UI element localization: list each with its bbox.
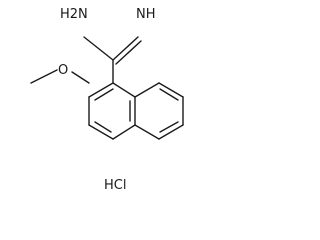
bond-c6-c5 — [158, 124, 184, 140]
bond-c4a-c4 — [112, 124, 136, 140]
bond-amidine-c-to-nh-1 — [112, 36, 139, 61]
double-bond-c8-c7-inner — [159, 88, 179, 101]
double-bond-c1-c2-inner — [94, 88, 114, 101]
bond-c1-c8a — [112, 82, 136, 98]
bond-oxygen-to-methyl — [30, 69, 58, 84]
methoxy-group — [30, 69, 90, 84]
imine-label: NH — [136, 7, 156, 22]
bond-c8-c7 — [158, 82, 184, 98]
naphthalene-left-ring — [88, 82, 136, 140]
bond-ring-to-oxygen — [71, 71, 90, 84]
hcl-salt-label: HCl — [104, 178, 126, 193]
bond-amidine-c-to-nh2 — [83, 36, 114, 61]
bond-c8a-c8 — [134, 82, 160, 98]
naphthalene-right-ring — [134, 82, 184, 140]
double-bond-c6-c5-inner — [159, 121, 179, 133]
bond-c5-c4a — [134, 124, 160, 140]
amidine-group — [83, 36, 142, 84]
bond-c2-c1 — [88, 82, 114, 98]
amine-label: H2N — [60, 7, 88, 22]
double-bond-c3-c4-inner — [94, 121, 112, 133]
bond-amidine-c-to-nh-2 — [115, 40, 142, 65]
bond-c4-c3 — [88, 124, 114, 140]
chemical-structure: H2N NH O HCl — [30, 7, 184, 193]
oxygen-label: O — [58, 63, 68, 78]
